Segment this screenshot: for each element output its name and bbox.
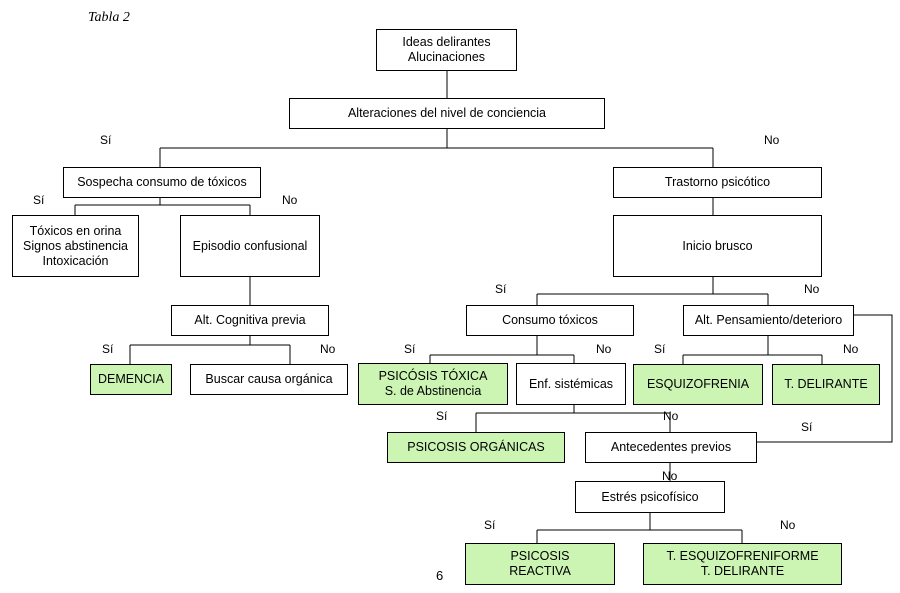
node-alt-pensamiento: Alt. Pensamiento/deterioro (683, 305, 854, 336)
label-si: Sí (654, 342, 666, 356)
node-buscar-causa: Buscar causa orgánica (190, 364, 348, 395)
label-si: Sí (484, 518, 496, 532)
node-trastorno-psicotico: Trastorno psicótico (613, 167, 822, 198)
label-no: No (804, 282, 820, 296)
label-si: Sí (495, 282, 507, 296)
label-si: Sí (102, 342, 114, 356)
node-inicio-brusco: Inicio brusco (613, 215, 822, 277)
label-no: No (764, 133, 780, 147)
page-number: 6 (436, 568, 444, 583)
node-esquizofreniforme: T. ESQUIZOFRENIFORME T. DELIRANTE (643, 543, 842, 585)
label-no: No (596, 342, 612, 356)
node-estres-psicofisico: Estrés psicofísico (575, 481, 725, 513)
table-caption: Tabla 2 (88, 10, 130, 25)
label-si: Sí (33, 193, 45, 207)
label-no: No (843, 342, 859, 356)
label-si: Sí (801, 420, 813, 434)
node-enf-sistemicas: Enf. sistémicas (516, 363, 626, 405)
node-alt-cognitiva: Alt. Cognitiva previa (171, 305, 329, 336)
node-psicosis-reactiva: PSICOSIS REACTIVA (465, 543, 615, 585)
node-alteraciones-conciencia: Alteraciones del nivel de conciencia (289, 98, 605, 129)
label-no: No (780, 518, 796, 532)
label-si: Sí (404, 342, 416, 356)
node-ideas-delirantes: Ideas delirantes Alucinaciones (376, 29, 517, 71)
node-esquizofrenia: ESQUIZOFRENIA (633, 364, 763, 405)
label-si: Sí (436, 409, 448, 423)
node-antecedentes-previos: Antecedentes previos (585, 432, 757, 463)
label-no: No (662, 469, 678, 483)
label-no: No (320, 342, 336, 356)
node-psicosis-organicas: PSICOSIS ORGÁNICAS (387, 432, 565, 463)
node-consumo-toxicos: Consumo tóxicos (466, 305, 634, 336)
node-psicosis-toxica: PSICÓSIS TÓXICA S. de Abstinencia (358, 363, 508, 405)
label-no: No (663, 409, 679, 423)
node-episodio-confusional: Episodio confusional (180, 215, 320, 277)
label-no: No (282, 193, 298, 207)
node-demencia: DEMENCIA (90, 364, 172, 395)
label-si: Sí (100, 133, 112, 147)
node-sospecha-toxicos: Sospecha consumo de tóxicos (63, 167, 261, 198)
node-t-delirante: T. DELIRANTE (772, 364, 880, 405)
node-toxicos-orina: Tóxicos en orina Signos abstinencia Into… (12, 215, 139, 277)
